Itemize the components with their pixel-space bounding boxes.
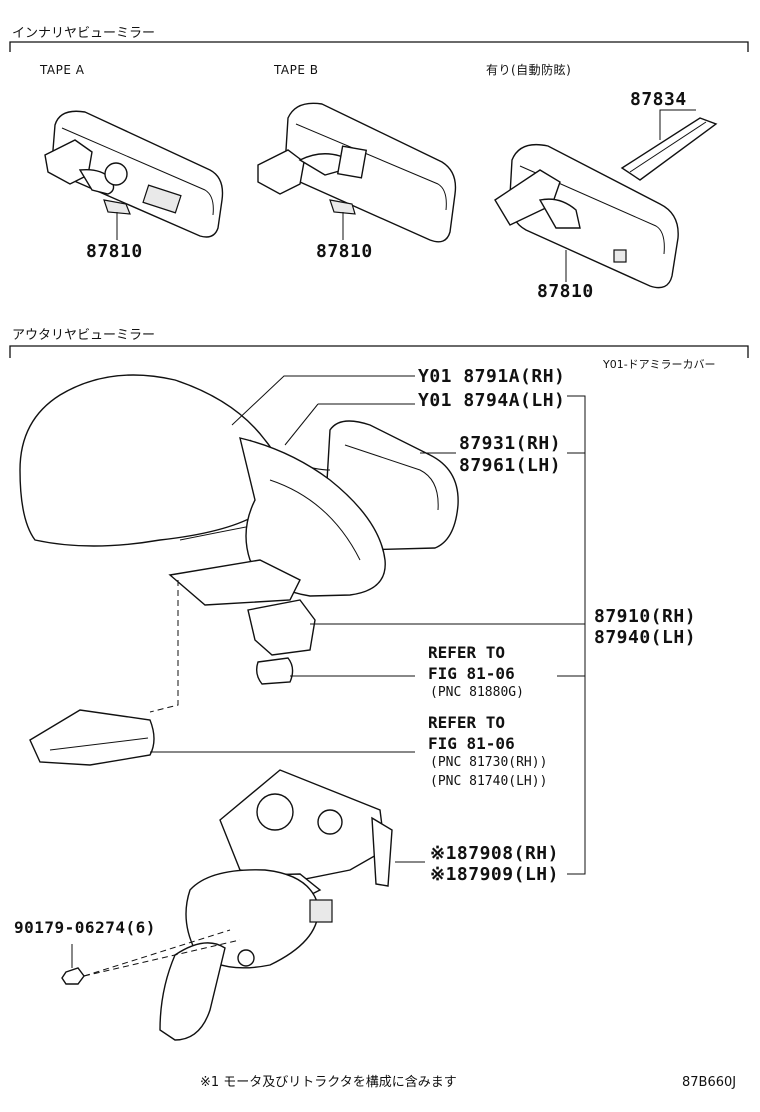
inner-mirror-tape-b-drawing bbox=[257, 102, 457, 243]
outer-mirror-housing-drawing bbox=[168, 437, 386, 685]
part-number-87834[interactable]: 87834 bbox=[630, 89, 687, 110]
part-number-glass-rh[interactable]: 87931(RH) bbox=[459, 433, 562, 454]
part-number-motor-lh[interactable]: ※187909(LH) bbox=[430, 864, 559, 885]
inner-mirror-auto-dimming-drawing bbox=[494, 109, 718, 289]
refer-to-line-2: REFER TO bbox=[428, 713, 506, 732]
mirror-base-drawing bbox=[159, 869, 333, 1041]
refer-pnc-1: (PNC 81880G) bbox=[430, 685, 524, 700]
refer-to-fig-1[interactable]: FIG 81-06 bbox=[428, 664, 515, 683]
outer-section-bracket bbox=[9, 345, 749, 358]
refer-to-line-1: REFER TO bbox=[428, 643, 506, 662]
refer-pnc-2-rh: (PNC 81730(RH)) bbox=[430, 755, 548, 770]
auto-dimming-caption: 有り(自動防眩) bbox=[486, 63, 572, 77]
part-number-motor-rh[interactable]: ※187908(RH) bbox=[430, 843, 559, 864]
door-mirror-cover-caption: Y01-ドアミラーカバー bbox=[603, 358, 716, 371]
inner-section-bracket bbox=[9, 41, 749, 52]
part-number-87810-c[interactable]: 87810 bbox=[537, 281, 594, 302]
refer-to-fig-2[interactable]: FIG 81-06 bbox=[428, 734, 515, 753]
part-number-cover-rh[interactable]: Y01 8791A(RH) bbox=[418, 366, 566, 387]
inner-mirror-tape-a-drawing bbox=[44, 110, 224, 240]
outer-mirror-section-title: アウタリヤビューミラー bbox=[12, 328, 156, 343]
part-number-87810-a[interactable]: 87810 bbox=[86, 241, 143, 262]
part-number-87810-b[interactable]: 87810 bbox=[316, 241, 373, 262]
tape-b-caption: TAPE B bbox=[274, 63, 319, 77]
part-number-cover-lh[interactable]: Y01 8794A(LH) bbox=[418, 390, 566, 411]
nut-drawing bbox=[61, 929, 241, 985]
part-number-glass-lh[interactable]: 87961(LH) bbox=[459, 455, 562, 476]
part-number-assy-lh[interactable]: 87940(LH) bbox=[594, 627, 697, 648]
refer-pnc-2-lh: (PNC 81740(LH)) bbox=[430, 774, 548, 789]
turn-signal-lamp-drawing bbox=[29, 580, 179, 766]
diagram-code: 87B660J bbox=[682, 1075, 737, 1090]
leader-lines bbox=[150, 375, 586, 875]
part-number-assy-rh[interactable]: 87910(RH) bbox=[594, 606, 697, 627]
footnote: ※1 モータ及びリトラクタを構成に含みます bbox=[200, 1075, 457, 1090]
part-number-nut[interactable]: 90179-06274(6) bbox=[14, 918, 156, 937]
inner-mirror-section-title: インナリヤビューミラー bbox=[12, 26, 156, 41]
tape-a-caption: TAPE A bbox=[40, 63, 85, 77]
